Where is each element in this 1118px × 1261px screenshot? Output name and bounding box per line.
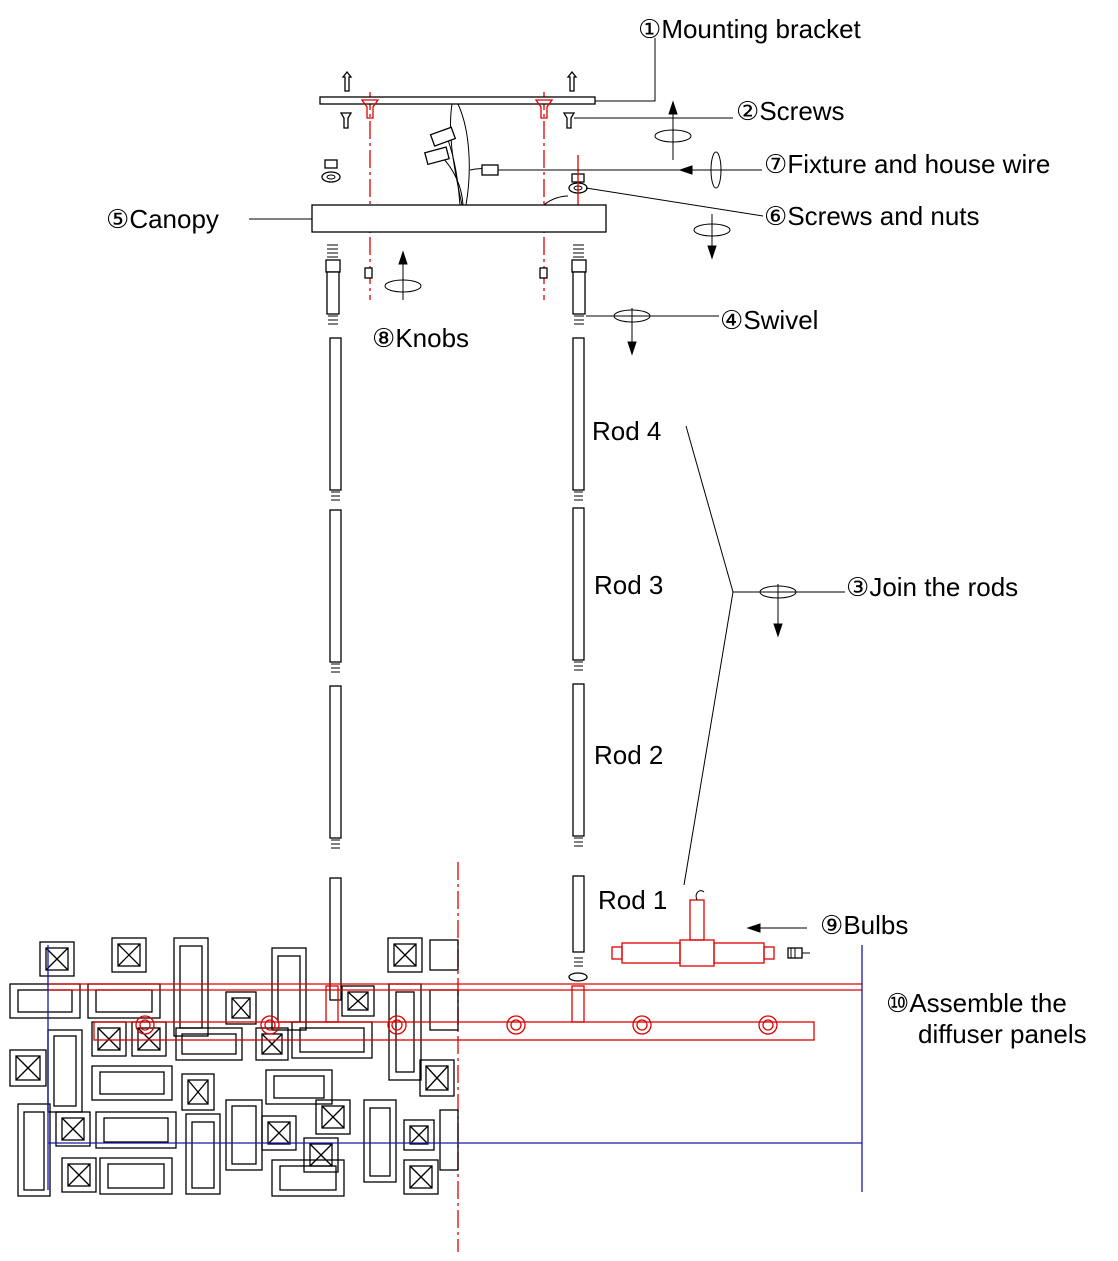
knob-left (364, 267, 373, 279)
label-bulbs: ⑨Bulbs (820, 910, 908, 940)
house-wires (423, 103, 569, 206)
swivels (325, 244, 587, 325)
leader-lines (249, 38, 845, 929)
center-lines (369, 92, 545, 1252)
canopy-nuts (321, 155, 588, 205)
label-mounting-bracket: ①Mounting bracket (638, 14, 862, 44)
label-screws-nuts: ⑥Screws and nuts (764, 201, 980, 231)
rods-right (568, 337, 588, 982)
fixture-frame (48, 983, 862, 1041)
label-assemble: ⑩Assemble the (886, 988, 1067, 1018)
label-rod-3: Rod 3 (594, 570, 663, 600)
bulb-icon (787, 947, 810, 959)
label-assemble-line2: diffuser panels (918, 1019, 1087, 1049)
label-fixture-wire: ⑦Fixture and house wire (764, 149, 1050, 179)
label-canopy: ⑤Canopy (106, 204, 219, 234)
label-rod-1: Rod 1 (598, 885, 667, 915)
label-knobs: ⑧Knobs (372, 323, 469, 353)
mounting-bracket (319, 70, 596, 129)
knob-right (539, 267, 548, 279)
blue-guides (47, 945, 863, 1192)
label-swivel: ④Swivel (720, 305, 818, 335)
label-rod-4: Rod 4 (592, 416, 661, 446)
label-join-rods: ③Join the rods (846, 572, 1018, 602)
rotation-arrows (384, 100, 797, 933)
labels: ①Mounting bracket ②Screws ⑦Fixture and h… (106, 14, 1087, 1049)
diffuser-panels (9, 937, 459, 1197)
label-screws: ②Screws (736, 96, 845, 126)
canopy (311, 204, 607, 233)
bulb-socket (611, 890, 810, 967)
rods-left (329, 337, 342, 1001)
label-rod-2: Rod 2 (594, 740, 663, 770)
